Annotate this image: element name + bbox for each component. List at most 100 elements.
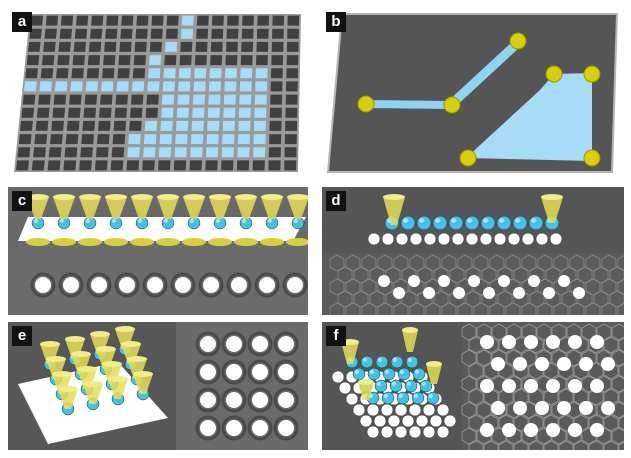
tip-funnel xyxy=(131,194,153,219)
grid-cell xyxy=(99,107,112,118)
white-atom xyxy=(409,232,423,246)
grid-cell xyxy=(180,41,193,52)
grid-cell xyxy=(205,160,218,171)
bar-segment xyxy=(447,42,519,108)
grid-cell xyxy=(75,15,89,26)
grid-cell xyxy=(86,68,100,79)
stm-atom-image xyxy=(203,277,219,293)
grid-cell xyxy=(95,147,109,158)
atom-row-lattice xyxy=(322,194,624,315)
stm-atom-image xyxy=(558,275,570,287)
grid-cell xyxy=(130,107,143,118)
grid-cell xyxy=(195,41,208,52)
grid-cell xyxy=(53,94,67,105)
grid-cell xyxy=(179,55,192,66)
stm-atom-image xyxy=(200,364,216,380)
tip-funnel xyxy=(426,361,442,384)
grid-cell xyxy=(225,55,238,66)
bar-segment xyxy=(366,100,449,109)
stm-atom-image xyxy=(568,423,582,437)
tip-funnel xyxy=(58,386,78,409)
stm-atom-image xyxy=(524,379,538,393)
stm-atom-image xyxy=(502,335,516,349)
grid-cell xyxy=(285,94,298,105)
stm-atom-image xyxy=(226,420,242,436)
white-atom xyxy=(394,403,408,417)
grid-cell xyxy=(133,55,146,66)
highlighted-cell xyxy=(190,134,204,145)
sphere-nodes xyxy=(357,32,601,167)
grid-cell xyxy=(38,94,51,105)
grid-cell xyxy=(252,160,265,171)
highlighted-cell xyxy=(116,81,129,92)
grid-cell xyxy=(60,15,74,26)
stm-atom-image xyxy=(252,364,268,380)
grid-cell xyxy=(119,41,132,52)
cyan-atom xyxy=(381,391,395,405)
grid-cell xyxy=(135,28,148,39)
grid-cell xyxy=(34,134,48,145)
grid-cell xyxy=(80,147,93,158)
stm-atom-image xyxy=(200,420,216,436)
stm-atom-image xyxy=(91,277,107,293)
grid-cell xyxy=(115,94,128,105)
highlighted-cell xyxy=(163,68,176,79)
white-atom xyxy=(352,403,366,417)
tip-funnel xyxy=(402,327,418,352)
highlighted-cell xyxy=(181,28,194,39)
stm-atom-image xyxy=(252,420,268,436)
highlighted-cell xyxy=(221,147,234,158)
highlighted-cell xyxy=(158,147,172,158)
grid-cell xyxy=(269,134,282,145)
grid-cell xyxy=(21,107,35,118)
grid-cell xyxy=(126,160,140,171)
cyan-atom xyxy=(390,355,404,369)
panel-e: e xyxy=(8,322,308,450)
grid-cell xyxy=(284,147,297,158)
tip-funnel xyxy=(261,194,283,219)
grid-cell xyxy=(113,120,127,131)
highlighted-cell xyxy=(178,81,191,92)
stm-atom-image xyxy=(378,275,390,287)
grid-cell xyxy=(117,68,130,79)
cyan-atom xyxy=(397,367,411,381)
grid-cell xyxy=(29,28,42,39)
grid-cell xyxy=(130,94,144,105)
stm-atom-image xyxy=(590,423,604,437)
white-atom xyxy=(535,232,549,246)
grid-cell xyxy=(96,134,110,145)
grid-cell xyxy=(71,68,84,79)
grid-cell xyxy=(268,160,281,171)
grid-cell xyxy=(89,28,103,39)
highlighted-cell xyxy=(54,81,68,92)
grid-cell xyxy=(210,41,223,52)
grid-cell xyxy=(211,28,224,39)
grid-cell xyxy=(106,15,119,26)
grid-cell xyxy=(73,41,87,52)
highlighted-cell xyxy=(207,120,220,131)
highlighted-cell xyxy=(128,134,141,145)
grid-cell xyxy=(210,55,223,66)
stm-atom-image xyxy=(557,401,571,415)
highlighted-cell xyxy=(162,81,175,92)
white-atom xyxy=(408,425,422,439)
tip-funnel xyxy=(183,194,205,219)
white-atom xyxy=(359,414,373,428)
grid-cell xyxy=(105,28,118,39)
stm-atom-image xyxy=(438,275,450,287)
grid-cell xyxy=(286,41,299,52)
stm-atom-image xyxy=(259,277,275,293)
tip-funnel xyxy=(77,366,97,389)
highlighted-cell xyxy=(177,94,190,105)
stm-atom-image xyxy=(513,401,527,415)
cyan-atom xyxy=(496,215,512,231)
stm-atom-image xyxy=(601,357,615,371)
cyan-atom xyxy=(405,355,419,369)
grid-cell xyxy=(256,41,269,52)
highlighted-cell xyxy=(131,81,145,92)
stm-atom-image xyxy=(453,287,465,299)
grid-cell xyxy=(151,15,164,26)
atom-row-model xyxy=(8,194,308,315)
grid-cell xyxy=(285,120,298,131)
grid-cell xyxy=(236,160,250,171)
